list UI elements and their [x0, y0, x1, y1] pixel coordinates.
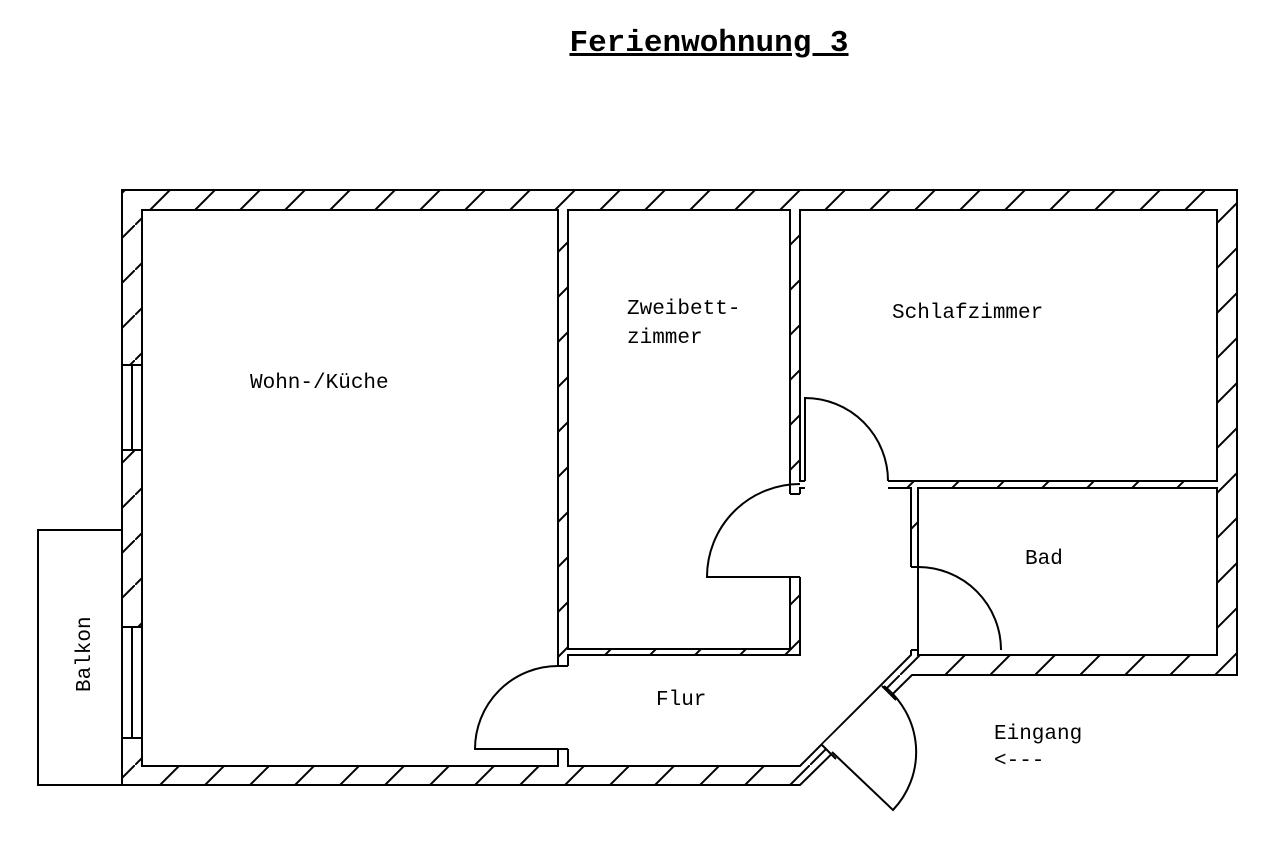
entrance-opening — [822, 686, 896, 759]
room-bad — [917, 487, 1218, 656]
label-schlafzimmer: Schlafzimmer — [892, 302, 1043, 325]
door-zweibettzimmer — [705, 483, 801, 578]
room-zweibettzimmer — [567, 209, 791, 650]
label-zweibett-line1: Zweibett- — [627, 298, 740, 321]
door-opening-schlaf — [805, 480, 888, 489]
label-zweibett-line2: zimmer — [627, 327, 703, 350]
door-opening-wohn — [557, 666, 569, 749]
door-entrance — [831, 685, 918, 812]
window-upper — [121, 364, 143, 451]
room-flur — [567, 487, 912, 767]
door-bad — [917, 565, 1002, 651]
label-flur: Flur — [656, 689, 706, 712]
room-schlafzimmer — [799, 209, 1218, 482]
label-wohn-kueche: Wohn-/Küche — [250, 372, 389, 395]
room-wohn-kueche — [141, 209, 559, 767]
door-wohn-kueche — [473, 665, 559, 750]
label-bad: Bad — [1025, 548, 1063, 571]
door-opening-bad — [910, 567, 919, 650]
label-balkon: Balkon — [74, 616, 97, 692]
plan-title: Ferienwohnung 3 — [569, 26, 849, 61]
door-schlafzimmer — [804, 396, 889, 482]
label-eingang: Eingang — [994, 723, 1082, 746]
entrance-arrow: <--- — [994, 750, 1044, 773]
window-lower — [121, 626, 143, 739]
balkon — [37, 529, 123, 786]
door-opening-zweibett — [789, 494, 801, 577]
